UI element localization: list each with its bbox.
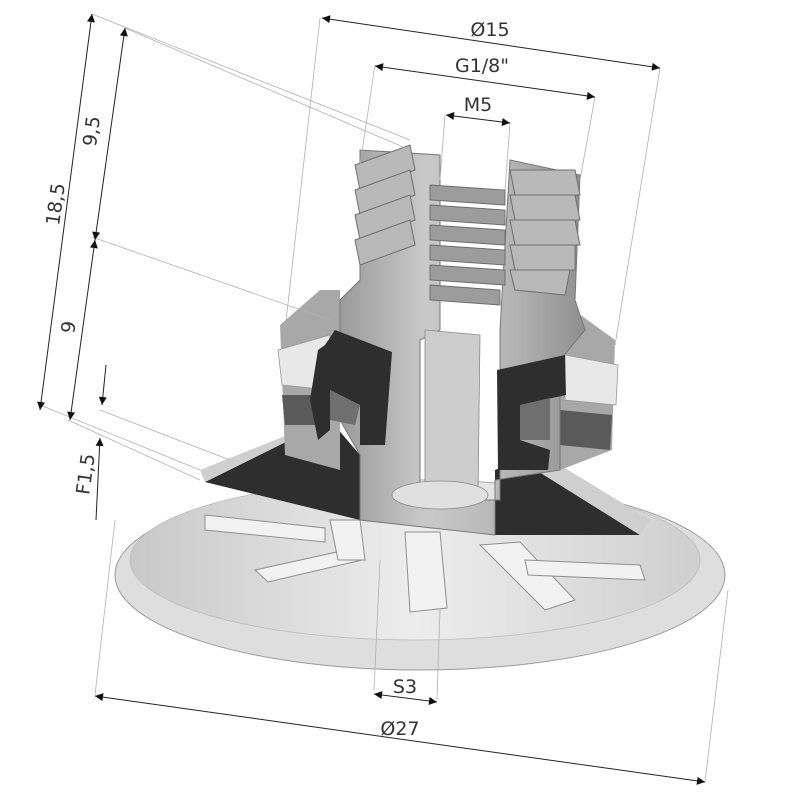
outer-thread-left [354,144,416,266]
dim-line-m5 [445,112,511,126]
dim-label-f15: F1,5 [72,452,100,496]
dim-label-d27: Ø27 [380,718,419,740]
bore-opening [391,480,489,510]
left-rubber-bevel [330,390,360,425]
support-rib [478,541,576,611]
dim-line-h185 [37,13,95,411]
inner-thread-m5 [429,184,506,306]
lower-band [560,410,612,450]
right-cone-skin [520,460,650,535]
suction-cup-body [114,144,726,671]
dim-label-m5: M5 [464,94,492,116]
outer-thread-right [509,169,581,296]
dim-line-d27 [94,693,706,785]
dim-label-s3: S3 [393,676,417,698]
dim-line-d15 [321,15,661,71]
support-rib [329,519,366,561]
right-rubber-bevel [520,398,550,440]
dim-label-h9: 9 [57,320,80,335]
dim-line-h95 [92,27,128,241]
center-bore [424,329,481,496]
dim-line-f15 [98,364,107,406]
support-ribs [204,514,646,613]
dim-label-h185: 18,5 [42,182,70,227]
support-rib [524,559,646,581]
dim-label-h95: 9,5 [79,115,105,148]
dimensions: Ø15 G1/8" M5 18,5 9,5 9 F1,5 [37,13,729,785]
right-rubber-section [497,355,566,470]
dim-line-g18 [374,63,596,100]
right-cone-wing [495,460,640,535]
dim-line-h9 [67,239,98,421]
support-rib [404,531,448,613]
dim-label-d15: Ø15 [470,19,509,41]
left-rubber-section [310,330,392,445]
dim-label-g18: G1/8" [455,55,509,77]
support-rib [204,514,326,543]
